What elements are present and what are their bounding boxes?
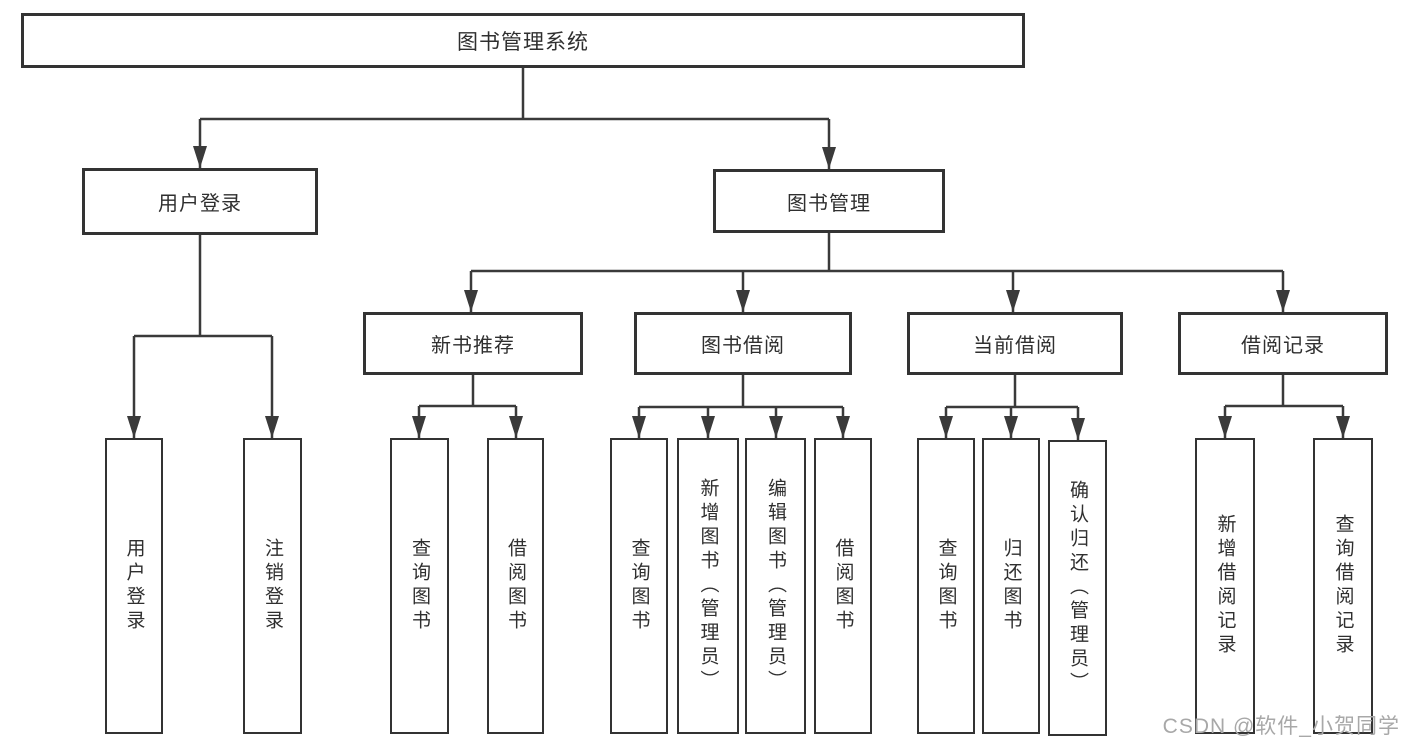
node-book-management-label: 图书管理 xyxy=(787,192,871,215)
watermark: CSDN @软件_小贺同学 xyxy=(1162,715,1400,738)
leaf-br-add-record-label: 新增借阅记录 xyxy=(1214,514,1236,658)
node-new-book-recommend: 新书推荐 xyxy=(363,312,583,375)
node-user-login: 用户登录 xyxy=(82,168,318,235)
leaf-nbr-borrow-books: 借阅图书 xyxy=(487,438,544,734)
leaf-br-query-record-label: 查询借阅记录 xyxy=(1332,514,1354,658)
leaf-cb-return-books: 归还图书 xyxy=(982,438,1040,734)
leaf-bb-add-books: 新增图书（管理员） xyxy=(677,438,739,734)
leaf-br-add-record: 新增借阅记录 xyxy=(1195,438,1255,734)
leaf-cb-query-books-label: 查询图书 xyxy=(935,538,957,634)
node-book-borrowing: 图书借阅 xyxy=(634,312,852,375)
leaf-cb-query-books: 查询图书 xyxy=(917,438,975,734)
node-new-book-recommend-label: 新书推荐 xyxy=(431,335,515,357)
node-borrowing-records-label: 借阅记录 xyxy=(1241,335,1325,357)
node-user-login-label: 用户登录 xyxy=(158,193,242,215)
leaf-cb-confirm-return-label: 确认归还（管理员） xyxy=(1067,480,1088,696)
leaf-logout: 注销登录 xyxy=(243,438,302,734)
leaf-bb-edit-books-label: 编辑图书（管理员） xyxy=(765,478,786,694)
node-root-label: 图书管理系统 xyxy=(457,30,589,54)
leaf-bb-borrow-books-label: 借阅图书 xyxy=(832,538,854,634)
node-root-system: 图书管理系统 xyxy=(21,13,1025,68)
leaf-bb-add-books-label: 新增图书（管理员） xyxy=(697,478,719,694)
leaf-logout-label: 注销登录 xyxy=(262,538,283,634)
leaf-cb-return-books-label: 归还图书 xyxy=(1000,538,1022,634)
leaf-bb-edit-books: 编辑图书（管理员） xyxy=(745,438,806,734)
leaf-user-login: 用户登录 xyxy=(105,438,163,734)
node-current-borrowing-label: 当前借阅 xyxy=(973,335,1057,357)
leaf-nbr-borrow-books-label: 借阅图书 xyxy=(505,538,526,634)
leaf-nbr-query-books-label: 查询图书 xyxy=(409,538,430,634)
leaf-nbr-query-books: 查询图书 xyxy=(390,438,449,734)
node-borrowing-records: 借阅记录 xyxy=(1178,312,1388,375)
node-book-borrowing-label: 图书借阅 xyxy=(701,335,785,357)
node-book-management: 图书管理 xyxy=(713,169,945,233)
leaf-bb-query-books: 查询图书 xyxy=(610,438,668,734)
node-current-borrowing: 当前借阅 xyxy=(907,312,1123,375)
leaf-cb-confirm-return: 确认归还（管理员） xyxy=(1048,440,1107,736)
leaf-bb-query-books-label: 查询图书 xyxy=(628,538,650,634)
leaf-br-query-record: 查询借阅记录 xyxy=(1313,438,1373,734)
leaf-user-login-label: 用户登录 xyxy=(123,538,145,634)
leaf-bb-borrow-books: 借阅图书 xyxy=(814,438,872,734)
